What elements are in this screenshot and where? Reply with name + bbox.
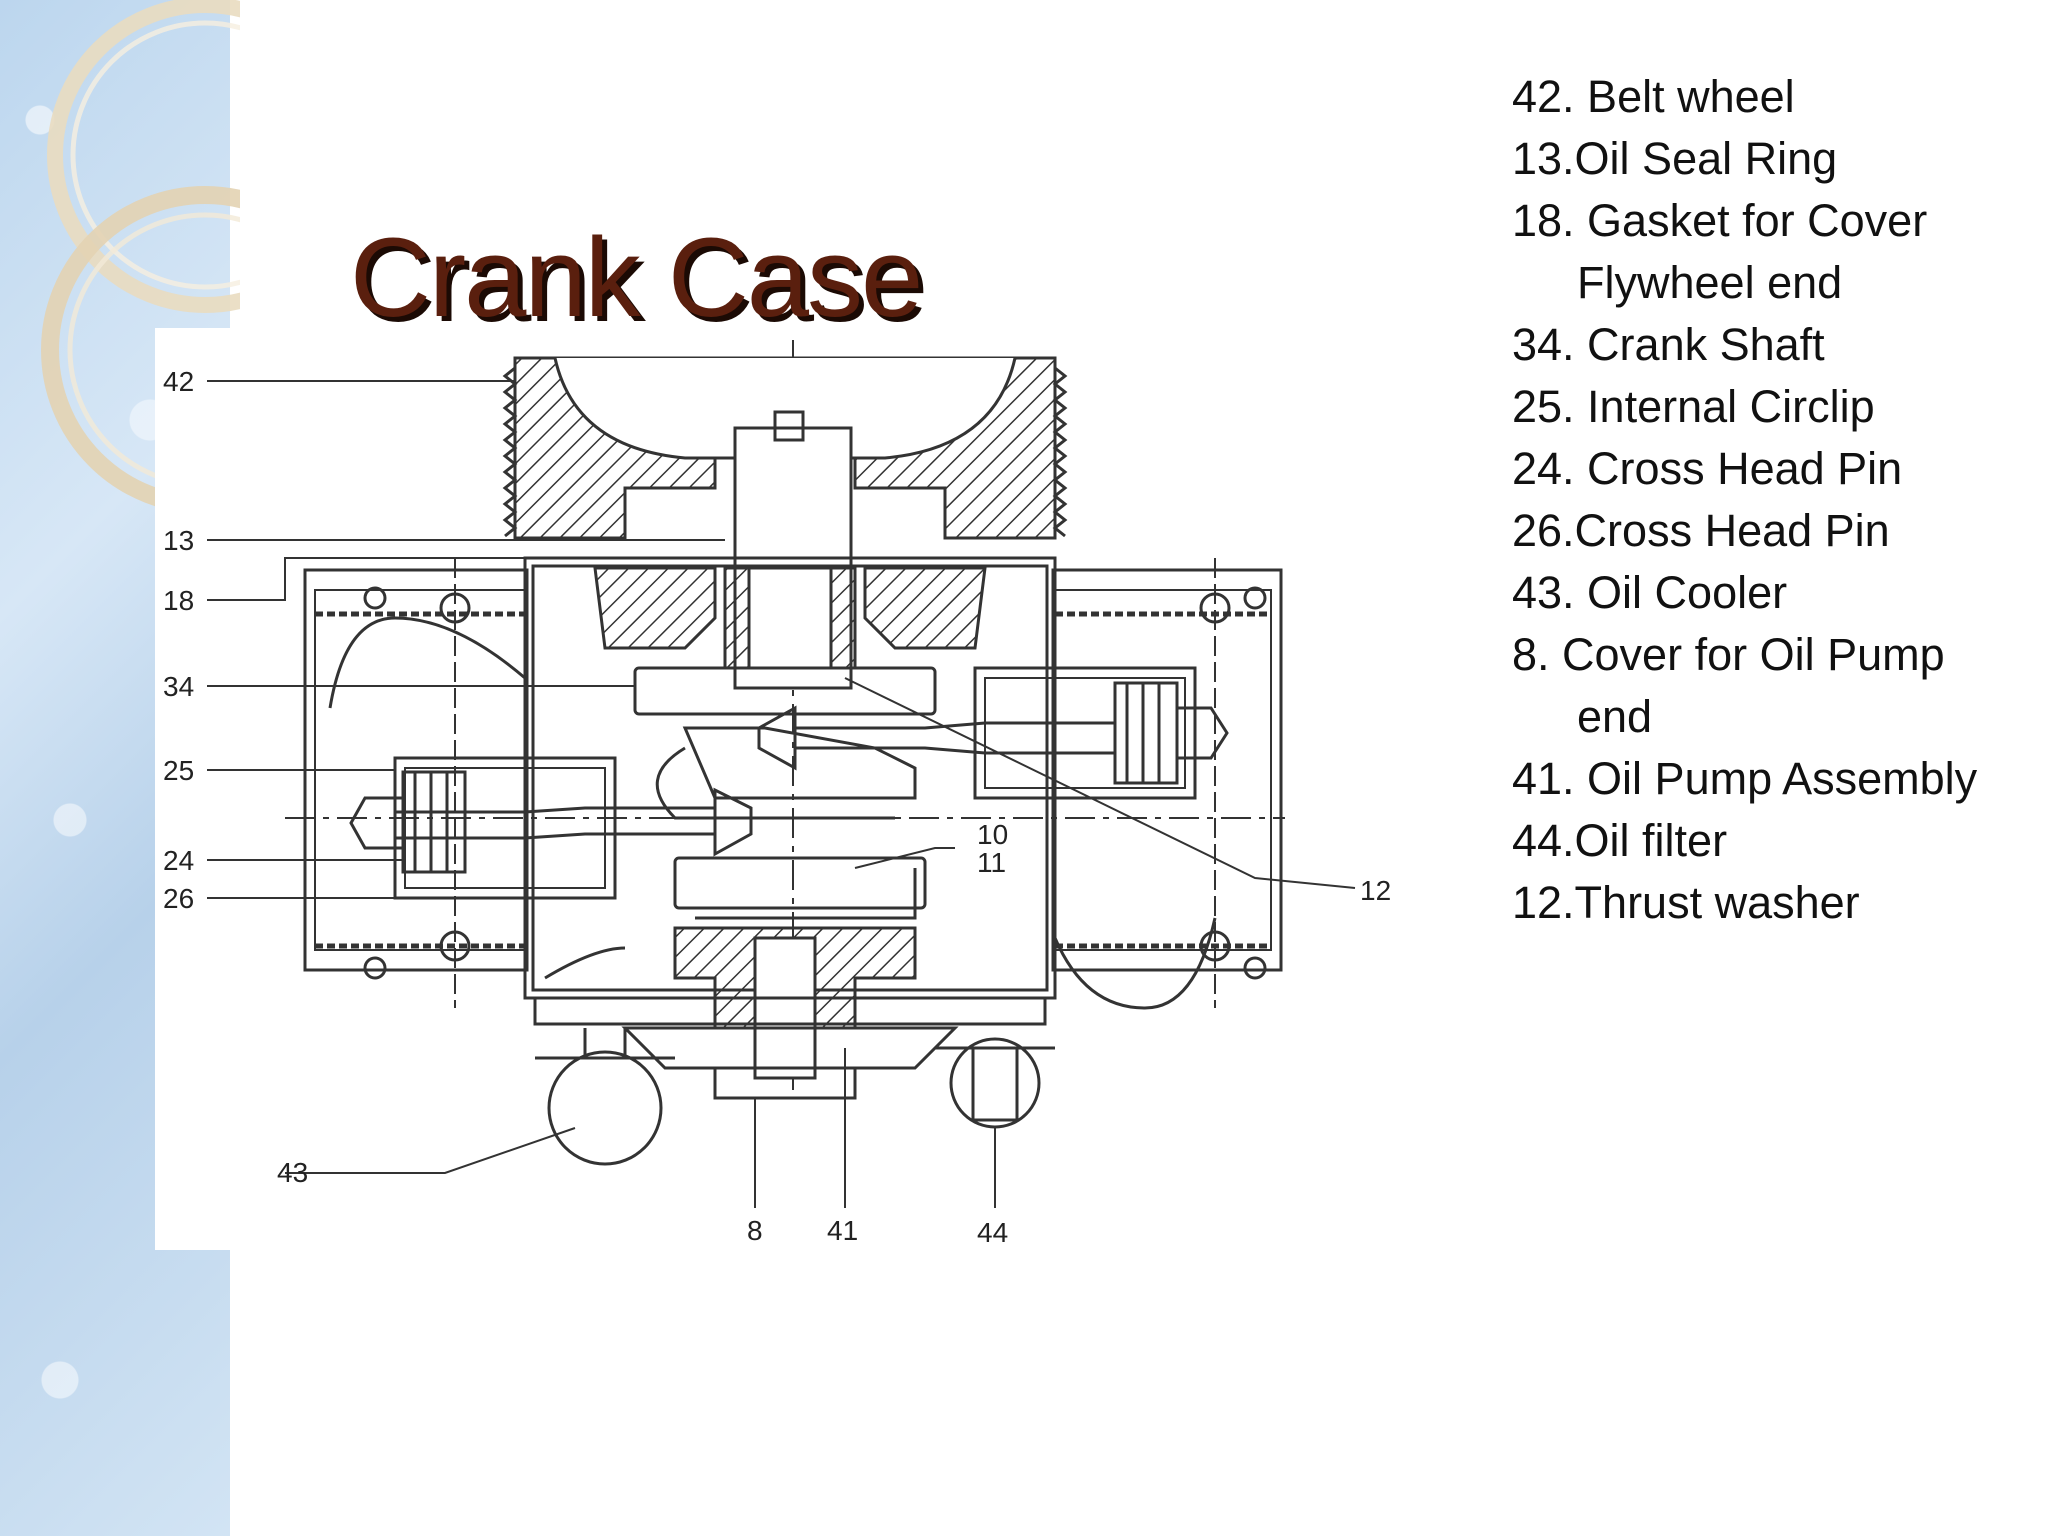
callout-25: 25 <box>163 755 194 786</box>
legend-item: 43. Oil Cooler <box>1512 567 1788 618</box>
callout-24: 24 <box>163 845 194 876</box>
callout-8: 8 <box>747 1215 763 1246</box>
crank-shaft <box>633 566 937 920</box>
slide-title: Crank Case <box>350 215 923 341</box>
oil-filter <box>935 1037 1055 1129</box>
callout-34: 34 <box>163 671 194 702</box>
legend-item: 34. Crank Shaft <box>1512 319 1825 370</box>
oil-cooler <box>535 1028 675 1166</box>
callout-13: 13 <box>163 525 194 556</box>
callout-10: 10 <box>977 819 1008 850</box>
callout-43: 43 <box>277 1157 308 1188</box>
callout-26: 26 <box>163 883 194 914</box>
parts-legend: 42. Belt wheel 13.Oil Seal Ring 18. Gask… <box>1512 66 2032 934</box>
callout-42: 42 <box>163 366 194 397</box>
legend-item: 25. Internal Circlip <box>1512 381 1875 432</box>
oil-pump-area <box>533 926 1047 1100</box>
diagram-panel: 42 13 18 34 25 24 26 10 11 12 43 8 41 44 <box>155 328 1435 1250</box>
leader-lines <box>207 380 1356 1208</box>
legend-item: 26.Cross Head Pin <box>1512 505 1890 556</box>
callout-11: 11 <box>977 847 1006 878</box>
legend-item: 24. Cross Head Pin <box>1512 443 1903 494</box>
callout-41: 41 <box>827 1215 858 1246</box>
legend-item: 12.Thrust washer <box>1512 877 1860 928</box>
legend-item: 41. Oil Pump Assembly <box>1512 753 1978 804</box>
right-piston-assembly <box>757 666 1229 800</box>
callout-44: 44 <box>977 1217 1008 1248</box>
callout-18: 18 <box>163 585 194 616</box>
left-piston-assembly <box>349 756 753 900</box>
callout-12: 12 <box>1360 875 1391 906</box>
legend-item: 42. Belt wheel <box>1512 71 1795 122</box>
legend-item: 44.Oil filter <box>1512 815 1728 866</box>
legend-item: 13.Oil Seal Ring <box>1512 133 1838 184</box>
crank-case-cross-section-diagram: 42 13 18 34 25 24 26 10 11 12 43 8 41 44 <box>163 340 1391 1248</box>
